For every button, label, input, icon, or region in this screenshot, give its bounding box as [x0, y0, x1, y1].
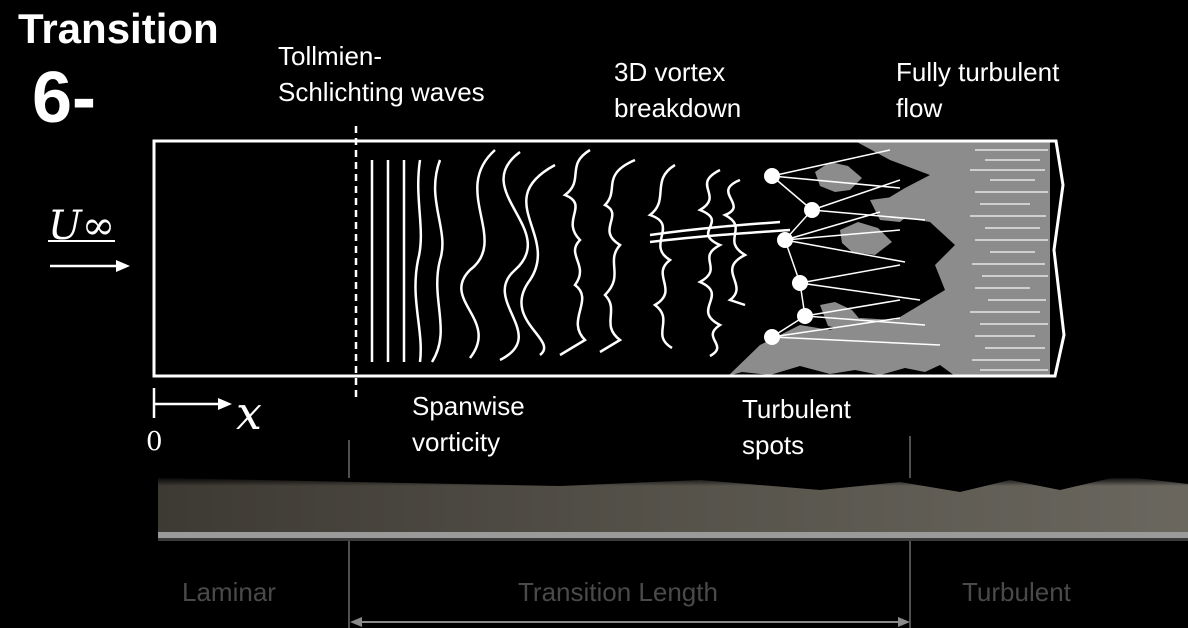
- x-axis-arrow: [152, 388, 232, 418]
- flow-domain-box: [152, 139, 1066, 378]
- transition-length-label: Transition Length: [518, 577, 718, 607]
- turbulent-region-label: Turbulent: [962, 577, 1071, 607]
- turbulent-flow-label-line1: Fully turbulent: [896, 57, 1060, 87]
- slide-number: 6-: [32, 58, 97, 138]
- smoke-visualization-strip: [158, 476, 1188, 541]
- freestream-arrow: [50, 260, 130, 272]
- origin-label: 0: [146, 427, 163, 457]
- ts-waves-label-line1: Tollmien-: [278, 41, 383, 71]
- vortex-breakdown-label-line1: 3D vortex: [614, 57, 726, 87]
- freestream-velocity-label: U∞: [48, 203, 116, 249]
- turbulent-spots-label-line2: spots: [742, 430, 805, 460]
- ts-wave-lines: [370, 149, 556, 363]
- turbulent-spot-blobs: [815, 162, 915, 330]
- transition-length-arrow: [350, 617, 910, 627]
- slide-title: Transition: [18, 5, 219, 52]
- vortex-breakdown-label-line2: breakdown: [614, 93, 742, 123]
- turbulent-flow-label-line2: flow: [896, 93, 943, 123]
- x-axis-label: x: [236, 386, 262, 440]
- turbulence-streaks: [970, 149, 1048, 371]
- laminar-region-label: Laminar: [182, 577, 276, 607]
- turbulent-region-fill: [728, 141, 1050, 376]
- ts-waves-label-line2: Schlichting waves: [278, 77, 485, 107]
- turbulent-spot-markers: [764, 168, 820, 345]
- vortex-breakdown-lines: [559, 148, 791, 358]
- turbulent-spot-fans: [771, 149, 941, 346]
- turbulent-spots-label-line1: Turbulent: [742, 394, 851, 424]
- spanwise-vorticity-label-line1: Spanwise: [412, 391, 525, 421]
- spanwise-vorticity-label-line2: vorticity: [412, 427, 501, 457]
